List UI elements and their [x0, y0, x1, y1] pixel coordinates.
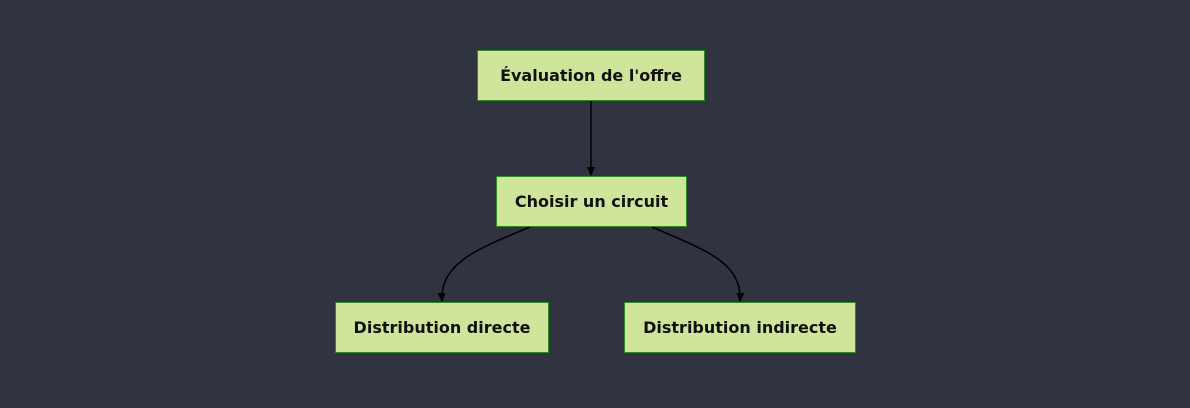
node-choisir-circuit: Choisir un circuit [496, 176, 687, 227]
node-label: Distribution indirecte [643, 318, 837, 337]
node-evaluation-offre: Évaluation de l'offre [477, 50, 705, 101]
edge-choisir-to-directe [437, 226, 531, 302]
edge-choisir-to-indirecte [651, 226, 745, 302]
node-label: Évaluation de l'offre [500, 66, 682, 85]
node-distribution-indirecte: Distribution indirecte [624, 302, 856, 353]
node-distribution-directe: Distribution directe [335, 302, 549, 353]
node-label: Choisir un circuit [514, 192, 669, 211]
node-label: Distribution directe [353, 318, 531, 337]
